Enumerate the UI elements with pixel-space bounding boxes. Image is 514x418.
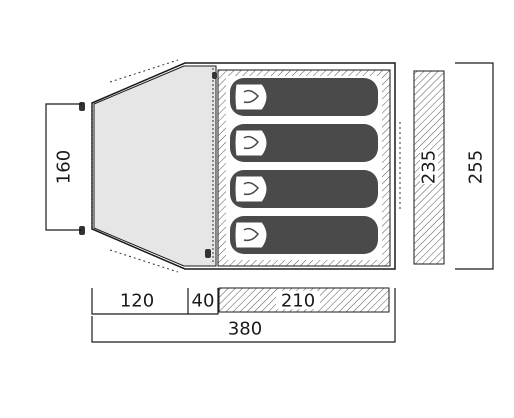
guyline-top bbox=[109, 59, 179, 83]
total-length-label: 380 bbox=[228, 319, 262, 340]
sleeping-bag bbox=[230, 170, 378, 208]
bedroom-length-label: 210 bbox=[281, 291, 315, 312]
gap-length-label: 40 bbox=[192, 291, 215, 312]
vestibule-length-label: 120 bbox=[120, 291, 154, 312]
inner-height-label: 235 bbox=[419, 150, 440, 184]
length-dimension-row bbox=[91, 288, 219, 315]
sleeping-bag bbox=[230, 124, 378, 162]
sleeping-bag bbox=[230, 78, 378, 116]
guyline-bottom bbox=[109, 249, 179, 273]
width-dimension-bracket bbox=[45, 103, 82, 231]
vestibule-width-label: 160 bbox=[54, 150, 75, 184]
outer-height-bracket bbox=[455, 62, 494, 270]
sleeping-bag bbox=[230, 216, 378, 254]
total-length-bracket bbox=[91, 288, 396, 343]
outer-height-label: 255 bbox=[466, 150, 487, 184]
vestibule-area bbox=[93, 65, 217, 267]
